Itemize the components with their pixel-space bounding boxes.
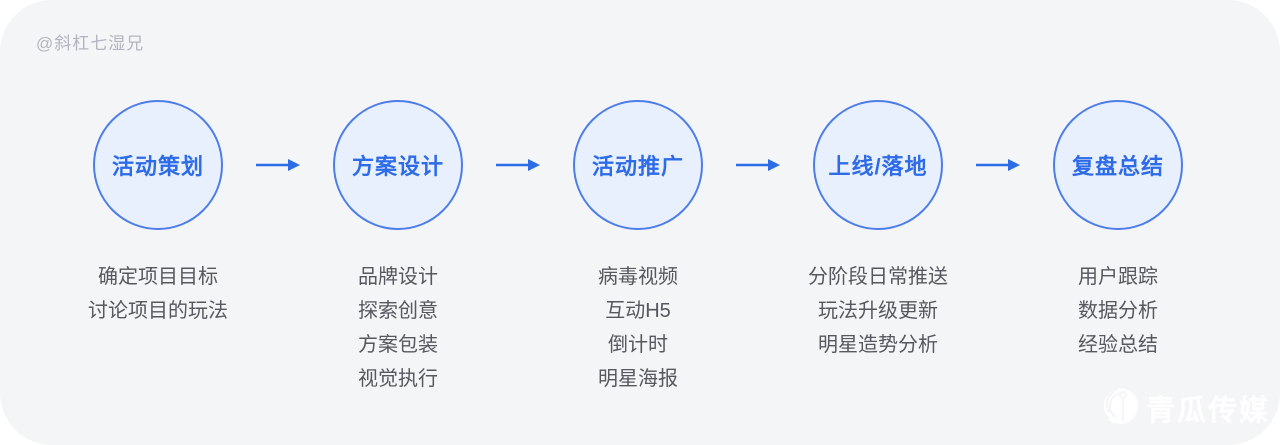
- stage-label: 复盘总结: [1071, 154, 1164, 179]
- stage-item: 明星海报: [598, 368, 678, 390]
- stage-item: 玩法升级更新: [818, 300, 938, 322]
- stage-label: 方案设计: [351, 154, 444, 179]
- brand-name: 青瓜传媒: [1145, 395, 1270, 427]
- stage-label: 上线/落地: [828, 154, 928, 179]
- stage-label: 活动策划: [111, 154, 204, 179]
- stage-items: 病毒视频互动H5 倒计时明星海报: [598, 260, 678, 396]
- stage-item: 品牌设计: [358, 266, 438, 288]
- flow-stage: 上线/落地 分阶段日常推送玩法升级更新明星造势分析: [758, 100, 998, 362]
- stage-circle: 活动策划: [93, 100, 223, 230]
- stage-item: 视觉执行: [358, 368, 438, 390]
- right-arrow-icon: [494, 158, 542, 172]
- flow-stage: 活动策划 确定项目目标讨论项目的玩法: [38, 100, 278, 328]
- stage-item: 互动H5: [605, 300, 671, 322]
- melon-logo-icon: [1101, 387, 1139, 430]
- stage-item: 方案包装: [358, 334, 438, 356]
- flow-stage: 复盘总结 用户跟踪数据分析经验总结: [998, 100, 1238, 362]
- stage-item: 数据分析: [1078, 300, 1158, 322]
- stage-item: 用户跟踪: [1078, 266, 1158, 288]
- flow-stage: 方案设计 品牌设计探索创意方案包装视觉执行: [278, 100, 518, 396]
- right-arrow-icon: [734, 158, 782, 172]
- flow-stage: 活动推广 病毒视频互动H5 倒计时明星海报: [518, 100, 758, 396]
- stage-item: 病毒视频: [598, 266, 678, 288]
- stage-items: 分阶段日常推送玩法升级更新明星造势分析: [808, 260, 948, 362]
- stage-items: 确定项目目标讨论项目的玩法: [88, 260, 228, 328]
- stage-item: 确定项目目标: [98, 266, 218, 288]
- stage-item: 倒计时: [608, 334, 668, 356]
- stage-circle: 复盘总结: [1053, 100, 1183, 230]
- stage-item: 经验总结: [1078, 334, 1158, 356]
- author-watermark: @斜杠七湿兄: [36, 34, 145, 53]
- stage-circle: 方案设计: [333, 100, 463, 230]
- stage-circle: 上线/落地: [813, 100, 943, 230]
- brand-logo: 青瓜传媒: [1101, 387, 1270, 430]
- right-arrow-icon: [974, 158, 1022, 172]
- stage-item: 分阶段日常推送: [808, 266, 948, 288]
- stage-item: 明星造势分析: [818, 334, 938, 356]
- stage-label: 活动推广: [591, 154, 684, 179]
- stage-items: 用户跟踪数据分析经验总结: [1078, 260, 1158, 362]
- right-arrow-icon: [254, 158, 302, 172]
- stage-item: 讨论项目的玩法: [88, 300, 228, 322]
- stage-item: 探索创意: [358, 300, 438, 322]
- stage-circle: 活动推广: [573, 100, 703, 230]
- stage-items: 品牌设计探索创意方案包装视觉执行: [358, 260, 438, 396]
